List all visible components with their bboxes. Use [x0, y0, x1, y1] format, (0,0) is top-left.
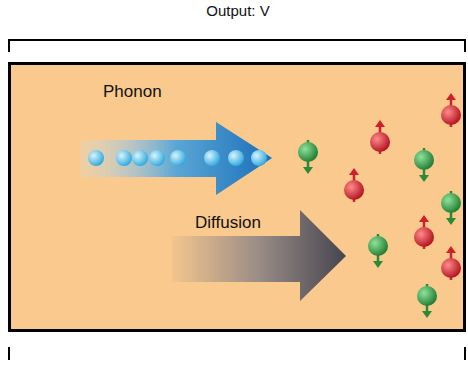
spin-arrowhead [446, 246, 456, 253]
spin-ball [417, 286, 437, 306]
spin-ball [441, 105, 461, 125]
spin-ball [344, 180, 364, 200]
output-label: Output: V [206, 2, 269, 19]
spin-arrowhead [373, 261, 383, 268]
phonon-ball [88, 150, 104, 166]
bottom-tick [8, 347, 10, 360]
spin-ball [368, 236, 388, 256]
spin-arrowhead [446, 218, 456, 225]
diffusion-arrow [172, 210, 346, 301]
arrow-label: Diffusion [195, 213, 261, 233]
phonon-ball [228, 150, 244, 166]
illustration [8, 62, 466, 332]
spin-arrowhead [375, 120, 385, 127]
device-slab: PhononDiffusion [8, 62, 466, 332]
spin-arrowhead [419, 215, 429, 222]
spin-arrowhead [422, 311, 432, 318]
phonon-arrow [80, 122, 272, 195]
top-bracket [9, 40, 465, 52]
arrow-label: Phonon [103, 82, 162, 102]
spin-ball [414, 227, 434, 247]
spin-arrowhead [419, 175, 429, 182]
phonon-ball [132, 150, 148, 166]
spin-ball [298, 142, 318, 162]
phonon-ball [116, 150, 132, 166]
phonon-ball [170, 150, 186, 166]
spin-ball [370, 132, 390, 152]
spin-arrowhead [303, 167, 313, 174]
spin-ball [441, 193, 461, 213]
phonon-ball [149, 150, 165, 166]
spin-arrowhead [446, 93, 456, 100]
spin-arrowhead [349, 168, 359, 175]
phonon-ball [204, 150, 220, 166]
spin-ball [441, 258, 461, 278]
phonon-ball [251, 150, 267, 166]
bottom-tick [464, 347, 466, 360]
spin-ball [414, 150, 434, 170]
